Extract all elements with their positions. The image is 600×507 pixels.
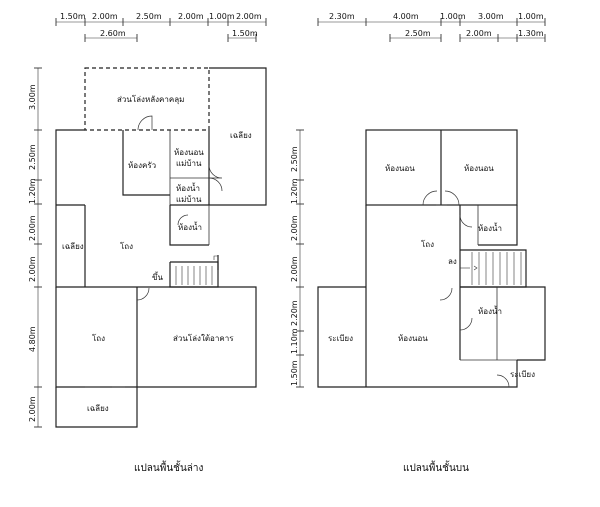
dim-label: 1.20m <box>28 178 37 204</box>
room-label-terrace-bottom: เฉลียง <box>87 404 109 413</box>
dim-label: 2.50m <box>28 144 37 170</box>
dim-label: 1.50m <box>232 29 258 38</box>
upper-floor-caption: แปลนพื้นชั้นบน <box>403 460 469 474</box>
dim-label: 1.00m <box>440 12 466 21</box>
upper-doors <box>422 190 510 388</box>
room-label-roof-patio: ส่วนโล่งหลังคาคลุม <box>117 94 184 104</box>
dim-label: 2.60m <box>100 29 126 38</box>
room-label-open-under: ส่วนโล่งใต้อาคาร <box>173 333 234 343</box>
dim-label: 3.00m <box>28 84 37 110</box>
room-label-up: ขึ้น <box>152 271 163 282</box>
upper-top-dimensions: 2.30m 4.00m 1.00m 3.00m 1.00m 2.50m 2.00… <box>317 12 546 42</box>
room-label-bedroom-2: ห้องนอน <box>464 164 494 173</box>
dim-label: 2.30m <box>329 12 355 21</box>
dim-label: 2.00m <box>28 256 37 282</box>
room-label-balcony-right: ระเบียง <box>510 370 535 379</box>
room-label-hall: โถง <box>120 241 133 251</box>
dim-label: 2.00m <box>28 396 37 422</box>
room-label-bedroom-1: ห้องนอน <box>385 164 415 173</box>
dim-label: 2.00m <box>92 12 118 21</box>
dim-label: 2.50m <box>136 12 162 21</box>
room-label-bedroom-3: ห้องนอน <box>398 334 428 343</box>
dim-label: 3.00m <box>478 12 504 21</box>
ground-floor-plan: 1.50m 2.00m 2.50m 2.00m 1.00m 2.00m 2.60… <box>28 12 267 474</box>
dim-label: 1.20m <box>290 178 299 204</box>
ground-room-labels: ส่วนโล่งหลังคาคลุม ห้องครัว ห้องนอน แม่บ… <box>62 94 252 413</box>
room-label-down: ลง <box>448 257 457 266</box>
room-label-bath: ห้องน้ำ <box>178 221 202 232</box>
room-label-hall-lower: โถง <box>92 333 105 343</box>
dim-label: 2.00m <box>28 215 37 241</box>
room-label-terrace-left: เฉลียง <box>62 242 84 251</box>
dim-label: 2.50m <box>405 29 431 38</box>
room-label-balcony-left: ระเบียง <box>328 334 353 343</box>
dim-label: 2.00m <box>236 12 262 21</box>
ground-doors <box>85 115 223 388</box>
dim-label: 1.10m <box>290 328 299 354</box>
ground-stair-treads <box>175 255 218 285</box>
room-label-hall: โถง <box>421 239 434 249</box>
dim-label: 1.30m <box>518 29 544 38</box>
dim-label: 1.00m <box>209 12 235 21</box>
ground-floor-caption: แปลนพื้นชั้นล่าง <box>134 460 204 474</box>
room-label-kitchen: ห้องครัว <box>128 161 156 170</box>
upper-stair-treads <box>460 252 522 285</box>
room-label-terrace-right: เฉลียง <box>230 131 252 140</box>
room-label-maid-room: ห้องนอน <box>174 148 204 157</box>
dim-label: 4.80m <box>28 326 37 352</box>
room-label-maid-bath: ห้องน้ำ <box>176 182 200 193</box>
room-label-bath-1: ห้องน้ำ <box>478 222 502 233</box>
dim-label: 2.20m <box>290 300 299 326</box>
dim-label: 2.00m <box>178 12 204 21</box>
ground-walls <box>55 67 267 428</box>
dim-label: 1.00m <box>518 12 544 21</box>
dim-label: 2.00m <box>466 29 492 38</box>
upper-room-labels: ห้องนอน ห้องนอน โถง ห้องน้ำ ลง ระเบียง ห… <box>328 164 535 379</box>
dim-label: 4.00m <box>393 12 419 21</box>
ground-left-dimensions: 3.00m 2.50m 1.20m 2.00m 2.00m 4.80m 2.00… <box>28 67 42 428</box>
dim-label: 1.50m <box>290 360 299 386</box>
upper-left-dimensions: 2.50m 1.20m 2.00m 2.00m 2.20m 1.10m 1.50… <box>290 129 304 388</box>
room-label-bath-2: ห้องน้ำ <box>478 305 502 316</box>
dim-label: 1.50m <box>60 12 86 21</box>
ground-top-dimensions: 1.50m 2.00m 2.50m 2.00m 1.00m 2.00m 2.60… <box>55 12 267 42</box>
dim-label: 2.00m <box>290 215 299 241</box>
dim-label: 2.50m <box>290 146 299 172</box>
upper-walls <box>317 129 546 388</box>
room-label-maid-room-2: แม่บ้าน <box>176 159 202 168</box>
upper-floor-plan: 2.30m 4.00m 1.00m 3.00m 1.00m 2.50m 2.00… <box>290 12 546 474</box>
dim-label: 2.00m <box>290 256 299 282</box>
room-label-maid-bath-2: แม่บ้าน <box>176 195 202 204</box>
